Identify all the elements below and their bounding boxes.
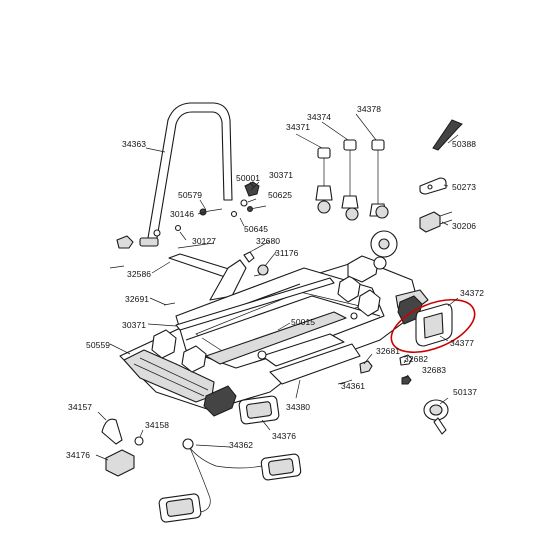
label-30127: 30127 [192,236,217,246]
label-32586: 32586 [127,269,152,279]
small-fasteners-left [109,181,269,306]
light-housing-34372 [415,303,453,347]
label-50625: 50625 [268,190,293,200]
label-34371: 34371 [286,122,311,132]
label-34157: 34157 [68,402,93,412]
label-34372: 34372 [460,288,485,298]
label-50001: 50001 [236,173,261,183]
label-34361: 34361 [341,381,366,391]
label-34377: 34377 [450,338,475,348]
label-50559: 50559 [86,340,111,350]
label-34158: 34158 [145,420,170,430]
label-32680: 32680 [256,236,281,246]
label-32683: 32683 [422,365,447,375]
label-34176: 34176 [66,450,91,460]
clamp-knobs [315,139,398,270]
label-50579: 50579 [178,190,203,200]
strap-clamp [101,418,144,477]
label-31176: 31176 [275,248,299,258]
label-34380: 34380 [286,402,311,412]
label-34378: 34378 [357,104,382,114]
label-34363: 34363 [122,139,147,149]
label-32681: 32681 [376,346,401,356]
arch-handle-34363 [139,102,233,247]
label-50645: 50645 [244,224,269,234]
label-50273: 50273 [452,182,477,192]
label-34374: 34374 [307,112,332,122]
label-30371-left: 30371 [122,320,147,330]
label-50388: 50388 [452,139,477,149]
reflector-34376 [238,395,280,425]
label-34376: 34376 [272,431,297,441]
leader-lines [95,113,459,461]
label-30206: 30206 [452,221,477,231]
label-30371-top: 30371 [269,170,294,180]
cable-harness-34362 [158,438,302,523]
label-32682: 32682 [404,354,429,364]
connector-50137 [423,399,449,435]
tilt-lever-32680 [168,253,247,301]
label-34362: 34362 [229,440,254,450]
label-50137: 50137 [453,387,478,397]
bar-30371 [175,277,335,331]
highlight-ellipse [390,298,476,354]
main-frame-34380 [119,255,429,417]
label-50015: 50015 [291,317,316,327]
label-30146: 30146 [170,209,195,219]
right-hardware [419,119,463,233]
label-32691: 32691 [125,294,150,304]
